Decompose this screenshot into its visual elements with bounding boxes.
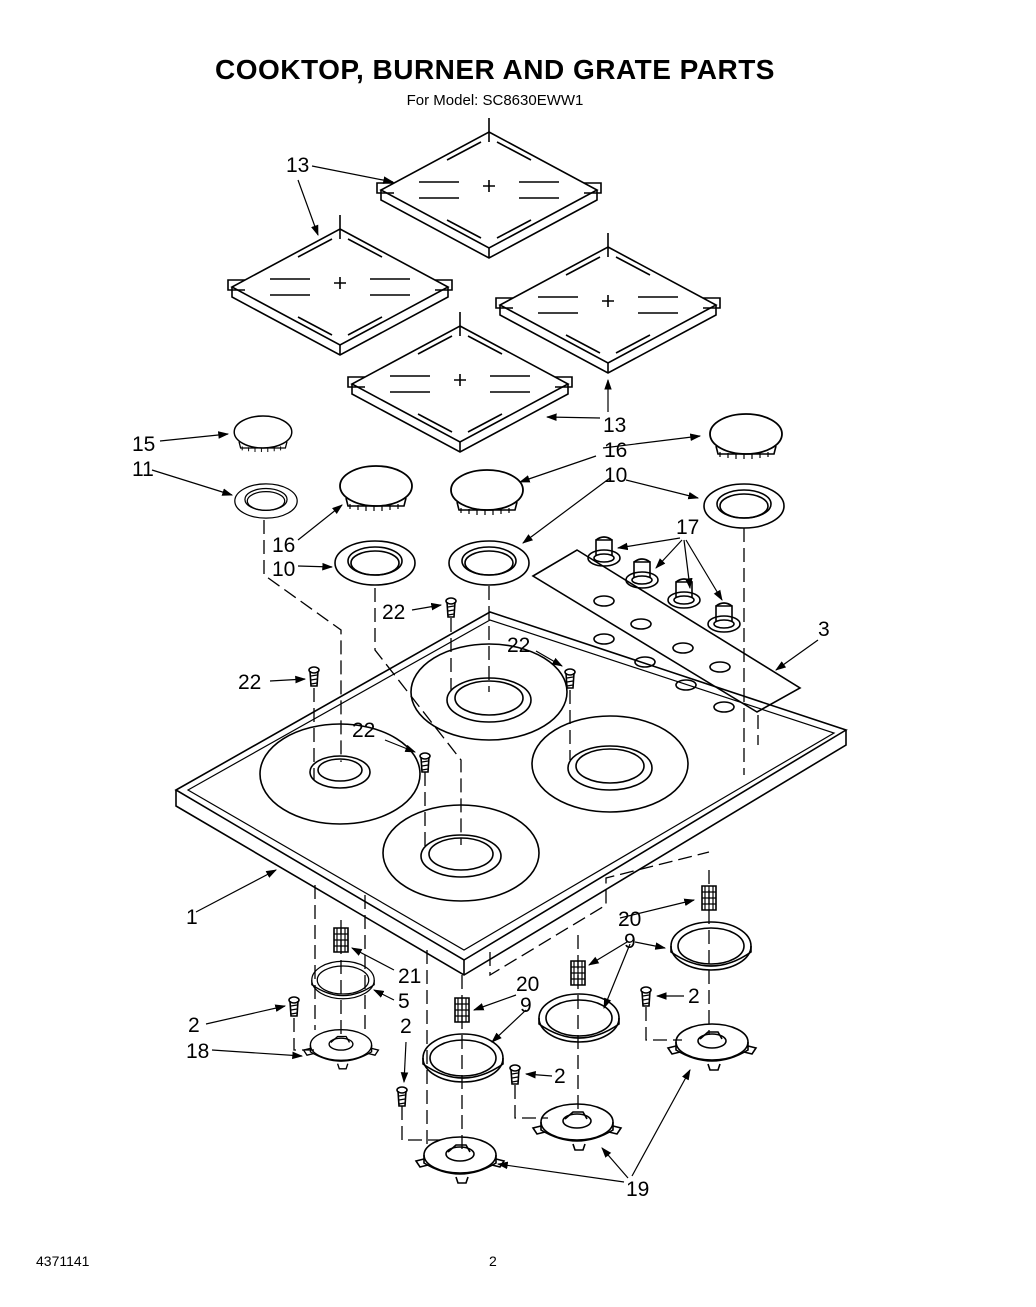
burner-bases [302, 1023, 757, 1184]
callout-10-left: 10 [272, 558, 295, 581]
callout-16-right: 16 [604, 439, 627, 462]
callout-22-d: 22 [352, 719, 375, 742]
burner-ring-right [703, 483, 785, 529]
burner-ring-small [234, 483, 298, 519]
callout-16-left: 16 [272, 534, 295, 557]
callout-3: 3 [818, 618, 830, 641]
callout-2-center: 2 [400, 1015, 412, 1038]
callout-5: 5 [398, 990, 410, 1013]
cooktop [174, 611, 848, 976]
callout-1: 1 [186, 906, 198, 929]
burner-cap-center [450, 469, 524, 516]
callout-20-right: 20 [618, 908, 641, 931]
callout-19: 19 [626, 1178, 649, 1201]
callout-9-right: 9 [624, 930, 636, 953]
burner-cap-small [233, 415, 293, 453]
callout-15: 15 [132, 433, 155, 456]
control-knobs [587, 536, 741, 633]
callout-13-bottom: 13 [603, 414, 626, 437]
callout-2-left: 2 [188, 1014, 200, 1037]
control-panel [531, 549, 802, 713]
burner-ring-center [448, 540, 530, 586]
callout-22-c: 22 [238, 671, 261, 694]
callout-20-center: 20 [516, 973, 539, 996]
document-number: 4371141 [36, 1253, 90, 1269]
callout-11: 11 [132, 458, 154, 481]
grate-rear-right [495, 232, 721, 374]
callout-9-center: 9 [520, 994, 532, 1017]
lower-screws [288, 986, 652, 1107]
callout-22-a: 22 [382, 601, 405, 624]
burner-ring-left [334, 540, 416, 586]
screws-top [308, 597, 576, 773]
callout-10-right: 10 [604, 464, 627, 487]
burner-cap-right [709, 413, 783, 460]
callout-21: 21 [398, 965, 421, 988]
callout-18: 18 [186, 1040, 209, 1063]
grate-rear-center [376, 117, 602, 259]
callout-2-lower: 2 [554, 1065, 566, 1088]
callout-13-top: 13 [286, 154, 309, 177]
page-title: COOKTOP, BURNER AND GRATE PARTS [215, 54, 775, 85]
page-number: 2 [489, 1253, 497, 1269]
grate-rear-left [227, 214, 453, 356]
callout-17: 17 [676, 516, 699, 539]
leader-arrows [151, 165, 819, 1183]
callout-2-right: 2 [688, 985, 700, 1008]
burner-cap-left [339, 465, 413, 512]
callout-22-b: 22 [507, 634, 530, 657]
model-subtitle: For Model: SC8630EWW1 [406, 92, 584, 109]
alignment-lines [263, 520, 759, 1150]
callout-labels: 13 13 15 11 16 16 10 10 17 3 22 22 22 22… [132, 154, 830, 1201]
